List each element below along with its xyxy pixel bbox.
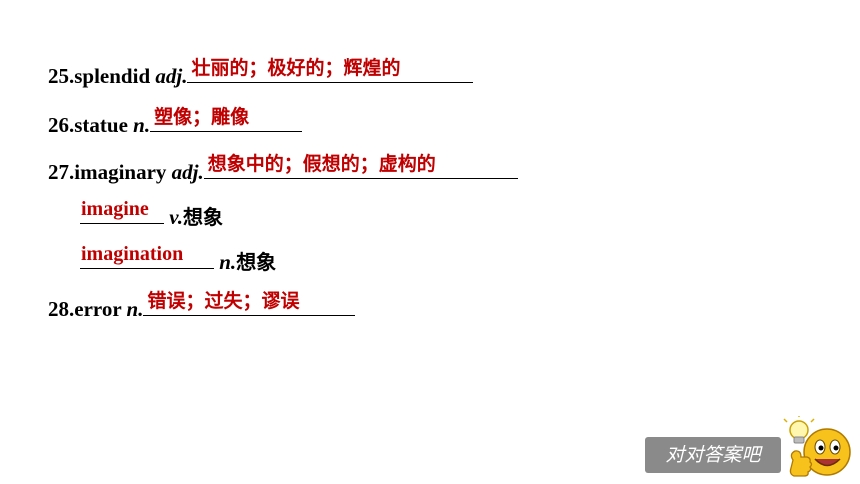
part-of-speech: v. (169, 205, 184, 229)
vocab-item-25: 25.splendid adj.壮丽的；极好的；辉煌的 (48, 57, 474, 89)
answer-text: 想象中的；假想的；虚构的 (207, 153, 436, 175)
vocab-item-27: 27.imaginary adj.想象中的；假想的；虚构的 (48, 153, 518, 185)
vocab-subitem-imagine: imagine v.想象 (80, 198, 224, 230)
lightbulb-icon (783, 416, 815, 444)
part-of-speech: n. (219, 250, 237, 274)
vocab-subitem-imagination: imagination n.想象 (80, 243, 277, 275)
answer-text: 壮丽的；极好的；辉煌的 (191, 57, 401, 79)
part-of-speech: n. (126, 297, 144, 321)
vocab-item-26: 26.statue n.塑像；雕像 (48, 106, 303, 138)
answer-text: 塑像；雕像 (154, 106, 250, 128)
item-number: 27. (48, 160, 75, 184)
vocab-word: statue (74, 113, 128, 137)
item-number: 26. (48, 113, 75, 137)
answer-text: imagine (81, 198, 149, 220)
part-of-speech: adj. (155, 64, 188, 88)
smiley-lightbulb-icon (783, 416, 851, 477)
answer-blank: imagination (80, 243, 214, 269)
vocab-word: splendid (74, 64, 151, 88)
part-of-speech: n. (133, 113, 151, 137)
answer-blank: imagine (80, 198, 164, 224)
meaning-text: 想象 (236, 250, 277, 274)
answer-text: imagination (81, 243, 184, 265)
meaning-text: 想象 (183, 205, 224, 229)
vocab-word: imaginary (74, 160, 167, 184)
answer-blank: 错误；过失；谬误 (143, 290, 356, 316)
answer-blank: 塑像；雕像 (150, 106, 303, 132)
answer-blank: 想象中的；假想的；虚构的 (203, 153, 518, 179)
vocab-word: error (74, 297, 122, 321)
check-answers-button[interactable]: 对对答案吧 (645, 437, 781, 473)
vocab-item-28: 28.error n.错误；过失；谬误 (48, 290, 356, 322)
item-number: 25. (48, 64, 75, 88)
part-of-speech: adj. (171, 160, 204, 184)
answer-blank: 壮丽的；极好的；辉煌的 (187, 57, 474, 83)
item-number: 28. (48, 297, 75, 321)
answer-text: 错误；过失；谬误 (147, 290, 300, 312)
